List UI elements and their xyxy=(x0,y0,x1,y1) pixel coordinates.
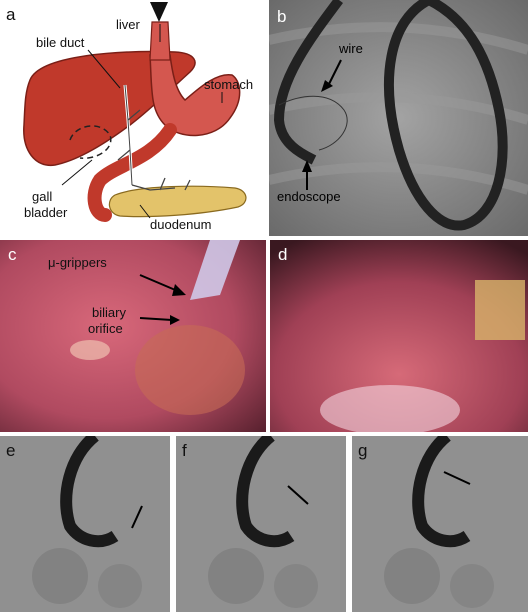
panel-g: g xyxy=(352,436,528,612)
panel-f: f xyxy=(176,436,346,612)
xray-image-g xyxy=(352,436,528,612)
panel-b: b wire endoscope xyxy=(269,0,528,236)
label-orifice: orifice xyxy=(88,321,123,336)
down-arrow-icon xyxy=(150,2,168,22)
panel-label-g: g xyxy=(358,441,368,460)
label-stomach: stomach xyxy=(204,77,254,92)
panel-e: e xyxy=(0,436,170,612)
panel-label-a: a xyxy=(6,5,16,24)
label-liver: liver xyxy=(116,17,140,32)
endoscopic-image-c xyxy=(0,240,266,432)
xray-image-b xyxy=(269,0,528,236)
xray-image-e xyxy=(0,436,170,612)
label-bile-duct: bile duct xyxy=(36,35,85,50)
endoscopic-image-d xyxy=(270,240,528,432)
panel-label-b: b xyxy=(277,7,287,26)
label-duodenum: duodenum xyxy=(150,217,212,232)
panel-label-e: e xyxy=(6,441,16,460)
label-biliary: biliary xyxy=(92,305,126,320)
panel-label-f: f xyxy=(182,441,187,460)
label-bladder: bladder xyxy=(24,205,68,220)
panel-label-c: c xyxy=(8,245,17,264)
label-grippers: μ-grippers xyxy=(48,255,107,270)
panel-c: c μ-grippers biliary orifice xyxy=(0,240,266,432)
label-endoscope: endoscope xyxy=(277,189,341,204)
panel-label-d: d xyxy=(278,245,288,264)
pointer-arrow-icon xyxy=(139,274,186,325)
panel-a: a liver bile duct stomach gall bladder d… xyxy=(0,0,268,236)
panel-d: d xyxy=(270,240,528,432)
xray-image-f xyxy=(176,436,346,612)
anatomy-illustration xyxy=(23,2,247,222)
label-gall: gall xyxy=(32,189,53,204)
label-wire: wire xyxy=(339,41,363,56)
pointer-arrow-icon xyxy=(302,59,342,190)
